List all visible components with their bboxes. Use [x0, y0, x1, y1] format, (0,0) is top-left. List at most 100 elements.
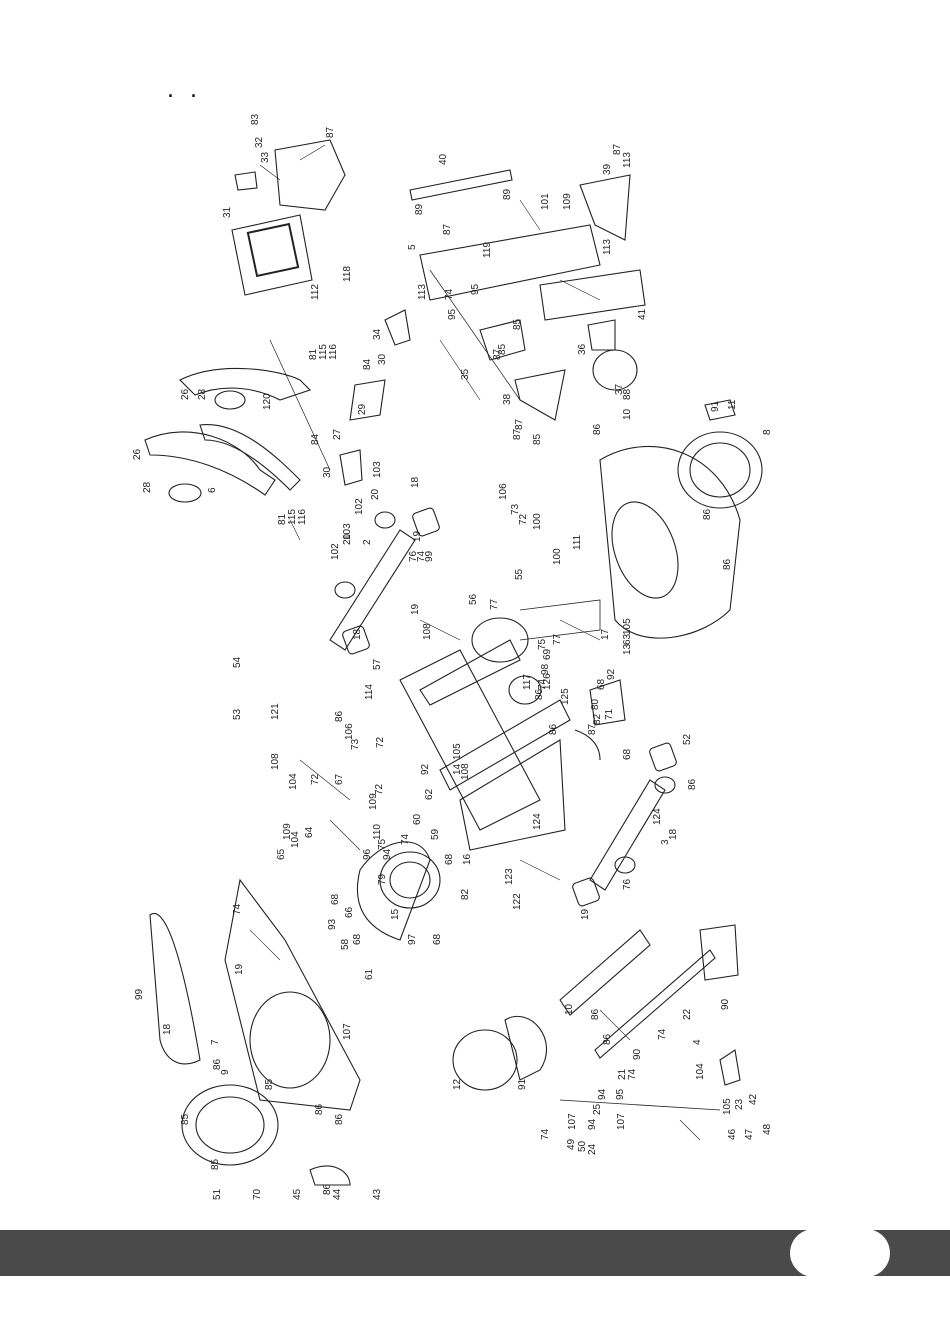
part-label: 34	[372, 328, 383, 340]
part-label: 107	[567, 1113, 578, 1130]
part-label: 85	[210, 1158, 221, 1170]
part-label: 125	[560, 688, 571, 705]
part-label: 86	[687, 778, 698, 790]
part-label: 73	[510, 503, 521, 515]
front-stabilizer	[572, 742, 677, 907]
exploded-parts-diagram: 8783323331112118408989871195113749595113…	[132, 113, 773, 1200]
part-label: 74	[540, 1128, 551, 1140]
part-label: 122	[512, 893, 523, 910]
part-label: 32	[254, 136, 265, 148]
part-label: 94	[597, 1088, 608, 1100]
shroud-left	[149, 878, 361, 1186]
page-heading: · ·	[168, 86, 203, 106]
part-label: 102	[354, 498, 365, 515]
part-label: 46	[727, 1128, 738, 1140]
main-frame	[356, 599, 626, 941]
part-label: 86	[592, 423, 603, 435]
part-label: 86	[314, 1103, 325, 1115]
part-label: 104	[288, 773, 299, 790]
part-label: 90	[632, 1048, 643, 1060]
part-label: 67	[334, 773, 345, 785]
seat-assembly	[452, 924, 741, 1111]
part-label: 92	[420, 763, 431, 775]
part-label: 110	[372, 824, 383, 840]
part-label: 91	[517, 1078, 528, 1090]
part-label: 45	[292, 1188, 303, 1200]
part-label: 14	[452, 763, 463, 775]
part-label: 105	[452, 743, 463, 760]
upper-frame	[384, 169, 646, 421]
part-label: 86	[322, 1183, 333, 1195]
part-label: 97	[407, 933, 418, 945]
part-label: 26	[180, 388, 191, 400]
part-label: 106	[498, 483, 509, 500]
part-label: 66	[344, 906, 355, 918]
part-label: 27	[332, 428, 343, 440]
part-label: 79	[377, 873, 388, 885]
part-label: 9	[220, 1069, 231, 1075]
part-label: 85	[532, 433, 543, 445]
part-label: 93	[327, 918, 338, 930]
part-label: 51	[212, 1188, 223, 1200]
part-label: 68	[444, 853, 455, 865]
part-label: 114	[364, 684, 375, 700]
part-label: 118	[342, 266, 353, 282]
part-label: 86	[602, 1033, 613, 1045]
part-label: 76	[408, 550, 419, 562]
part-label: 87	[512, 428, 523, 440]
part-label: 85	[512, 318, 523, 330]
part-label: 72	[518, 513, 529, 525]
part-label: 109	[368, 793, 379, 810]
part-label: 87	[514, 418, 525, 430]
part-label: 37	[614, 383, 625, 395]
part-label: 115	[287, 509, 298, 525]
part-label: 121	[270, 703, 281, 720]
part-label: 47	[744, 1128, 755, 1140]
part-label: 11	[727, 399, 738, 410]
part-label: 24	[587, 1143, 598, 1155]
part-label: 15	[390, 908, 401, 920]
part-label: 19	[410, 603, 421, 615]
part-label: 65	[276, 848, 287, 860]
part-label: 86	[702, 508, 713, 520]
part-label: 87	[587, 723, 598, 735]
part-label: 30	[377, 353, 388, 365]
part-label: 99	[424, 550, 435, 562]
part-label: 10	[622, 408, 633, 420]
part-label: 108	[460, 763, 471, 780]
part-label: 68	[352, 933, 363, 945]
part-label: 84	[362, 358, 373, 370]
part-label: 82	[460, 888, 471, 900]
part-label: 16	[462, 853, 473, 865]
part-label: 72	[374, 783, 385, 795]
part-label: 72	[375, 736, 386, 748]
part-label: 40	[438, 153, 449, 165]
part-label: 124	[652, 808, 663, 825]
part-label: 117	[522, 674, 533, 690]
part-label: 95	[470, 283, 481, 295]
part-label: 126	[542, 673, 553, 690]
part-label: 77	[552, 633, 563, 645]
part-label: 39	[602, 163, 613, 175]
part-label: 75	[377, 838, 388, 850]
part-label: 33	[260, 151, 271, 163]
part-label: 90	[720, 998, 731, 1010]
part-label: 70	[252, 1188, 263, 1200]
part-label: 106	[344, 723, 355, 740]
part-label: 103	[372, 461, 383, 478]
part-label: 86	[722, 558, 733, 570]
part-label: 23	[734, 1098, 745, 1110]
part-label: 38	[502, 393, 513, 405]
part-label: 85	[264, 1078, 275, 1090]
part-label: 28	[197, 388, 208, 400]
part-label: 85	[497, 343, 508, 355]
part-label: 60	[412, 813, 423, 825]
part-label: 86	[212, 1058, 223, 1070]
part-label: 94	[382, 848, 393, 860]
part-label: 112	[310, 284, 321, 300]
part-label: 98	[540, 663, 551, 675]
part-label: 108	[422, 623, 433, 640]
part-label: 3	[660, 839, 671, 845]
part-label: 19	[580, 908, 591, 920]
